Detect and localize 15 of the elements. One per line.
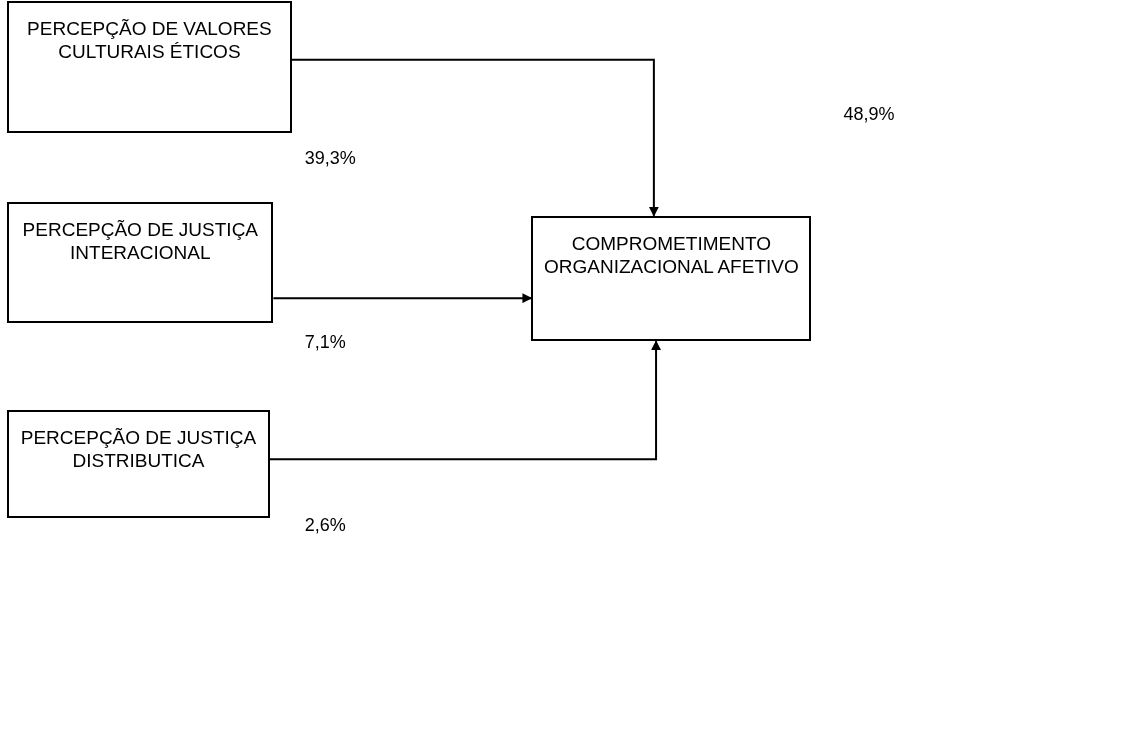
box-label: PERCEPÇÃO DE JUSTIÇA INTERACIONAL bbox=[21, 217, 260, 264]
box-label: COMPROMETIMENTO ORGANIZACIONAL AFETIVO bbox=[542, 231, 800, 278]
arrow bbox=[268, 340, 662, 461]
arrow bbox=[272, 293, 533, 304]
percentage-label: 39,3% bbox=[304, 147, 356, 169]
box-label: PERCEPÇÃO DE VALORES CULTURAIS ÉTICOS bbox=[26, 17, 273, 64]
percentage-label: 2,6% bbox=[304, 515, 346, 537]
box-label: PERCEPÇÃO DE JUSTIÇA DISTRIBUTICA bbox=[19, 426, 258, 473]
process-box bbox=[7, 1, 292, 133]
process-box bbox=[7, 410, 270, 518]
percentage-label: 48,9% bbox=[843, 104, 895, 126]
process-box bbox=[7, 201, 274, 323]
process-box bbox=[531, 215, 812, 342]
arrow bbox=[290, 58, 659, 217]
percentage-label: 7,1% bbox=[304, 331, 346, 353]
